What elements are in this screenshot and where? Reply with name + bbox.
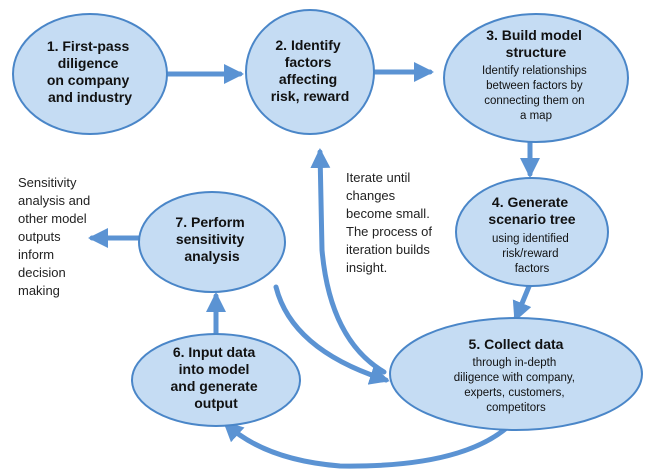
node-4-title-line: scenario tree [488, 211, 575, 227]
node-3-sub-line: connecting them on [484, 95, 584, 107]
node-1-title-line: on company [47, 72, 130, 88]
node-4-sub-line: using identified [492, 233, 569, 245]
node-6-title-line: output [194, 395, 238, 411]
node-4-sub-line: factors [515, 263, 550, 275]
node-7-title-line: 7. Perform [175, 214, 244, 230]
node-1-title-line: diligence [58, 55, 119, 71]
arrow-5-to-2-iterate [310, 148, 387, 375]
node-6-title-line: 6. Input data [173, 344, 256, 360]
node-6-title-line: and generate [170, 378, 257, 394]
svg-text:3. Build model structure: 3. Build model structure [486, 27, 586, 60]
node-3-sub-line: between factors by [486, 80, 583, 92]
output-note-line: other model [18, 211, 87, 226]
node-5-sub-line: through in-depth [473, 357, 557, 369]
node-5-sub-line: experts, customers, [464, 387, 564, 399]
svg-text:5. Collect data: 5. Collect data [469, 336, 564, 352]
iterate-note-line: become small. [346, 206, 430, 221]
node-3-title-line: structure [506, 44, 567, 60]
svg-text:through in-depth diligen: through in-depth diligence with company,… [454, 357, 578, 414]
node-1-title-line: 1. First-pass [47, 38, 130, 54]
svg-text:1. First-pass diligence: 1. First-pass diligence on company and i… [47, 38, 133, 105]
output-note-line: inform [18, 247, 54, 262]
node-4: 4. Generate scenario tree using identifi… [455, 177, 609, 287]
iterate-note-line: iteration builds [346, 242, 430, 257]
node-2-title-line: factors [285, 54, 332, 70]
arrow-4-to-5 [512, 281, 533, 322]
node-7-title-line: sensitivity [176, 231, 245, 247]
iterate-note-line: insight. [346, 260, 387, 275]
node-2-title-line: 2. Identify [275, 37, 341, 53]
iterate-note-line: The process of [346, 224, 432, 239]
node-2: 2. Identify factors affecting risk, rewa… [245, 9, 375, 135]
node-4-title-line: 4. Generate [492, 194, 568, 210]
output-note-line: analysis and [18, 193, 90, 208]
svg-text:2. Identify factors: 2. Identify factors affecting risk, rewa… [271, 37, 350, 104]
node-3-title-line: 3. Build model [486, 27, 582, 43]
iterate-note-line: changes [346, 188, 396, 203]
node-5-sub-line: competitors [486, 402, 546, 414]
output-note-line: outputs [18, 229, 61, 244]
iterate-note: Iterate until changes become small. The … [346, 170, 436, 275]
svg-text:Sensitivity analysis and: Sensitivity analysis and other model out… [18, 175, 94, 298]
node-3: 3. Build model structure Identify relati… [443, 13, 629, 143]
iterate-note-line: Iterate until [346, 170, 410, 185]
svg-text:Iterate until changes: Iterate until changes become small. The … [346, 170, 436, 275]
node-2-title-line: affecting [279, 71, 337, 87]
node-5-sub-line: diligence with company, [454, 372, 575, 384]
node-5: 5. Collect data through in-depth diligen… [389, 317, 643, 431]
node-3-sub-line: a map [520, 110, 552, 122]
svg-text:using identified risk/re: using identified risk/reward factors [492, 233, 572, 275]
output-note-line: making [18, 283, 60, 298]
node-6-title-line: into model [179, 361, 250, 377]
node-1: 1. First-pass diligence on company and i… [12, 13, 168, 135]
node-2-title-line: risk, reward [271, 88, 350, 104]
arrow-7-to-5 [273, 284, 390, 385]
node-5-title-line: 5. Collect data [469, 336, 564, 352]
output-note-line: decision [18, 265, 66, 280]
svg-text:4. Generate scenario tre: 4. Generate scenario tree [488, 194, 575, 227]
node-7: 7. Perform sensitivity analysis [138, 191, 286, 293]
node-3-sub-line: Identify relationships [482, 65, 587, 77]
node-6: 6. Input data into model and generate ou… [131, 333, 301, 427]
svg-text:Identify relationships b: Identify relationships between factors b… [482, 65, 590, 122]
output-note-line: Sensitivity [18, 175, 77, 190]
node-7-title-line: analysis [184, 248, 239, 264]
node-1-title-line: and industry [48, 89, 132, 105]
svg-text:6. Input data into model: 6. Input data into model and generate ou… [170, 344, 261, 411]
svg-text:7. Perform sensitivity: 7. Perform sensitivity analysis [175, 214, 248, 264]
output-note: Sensitivity analysis and other model out… [18, 175, 94, 298]
node-4-sub-line: risk/reward [502, 248, 558, 260]
arrow-5-to-6 [223, 417, 518, 469]
